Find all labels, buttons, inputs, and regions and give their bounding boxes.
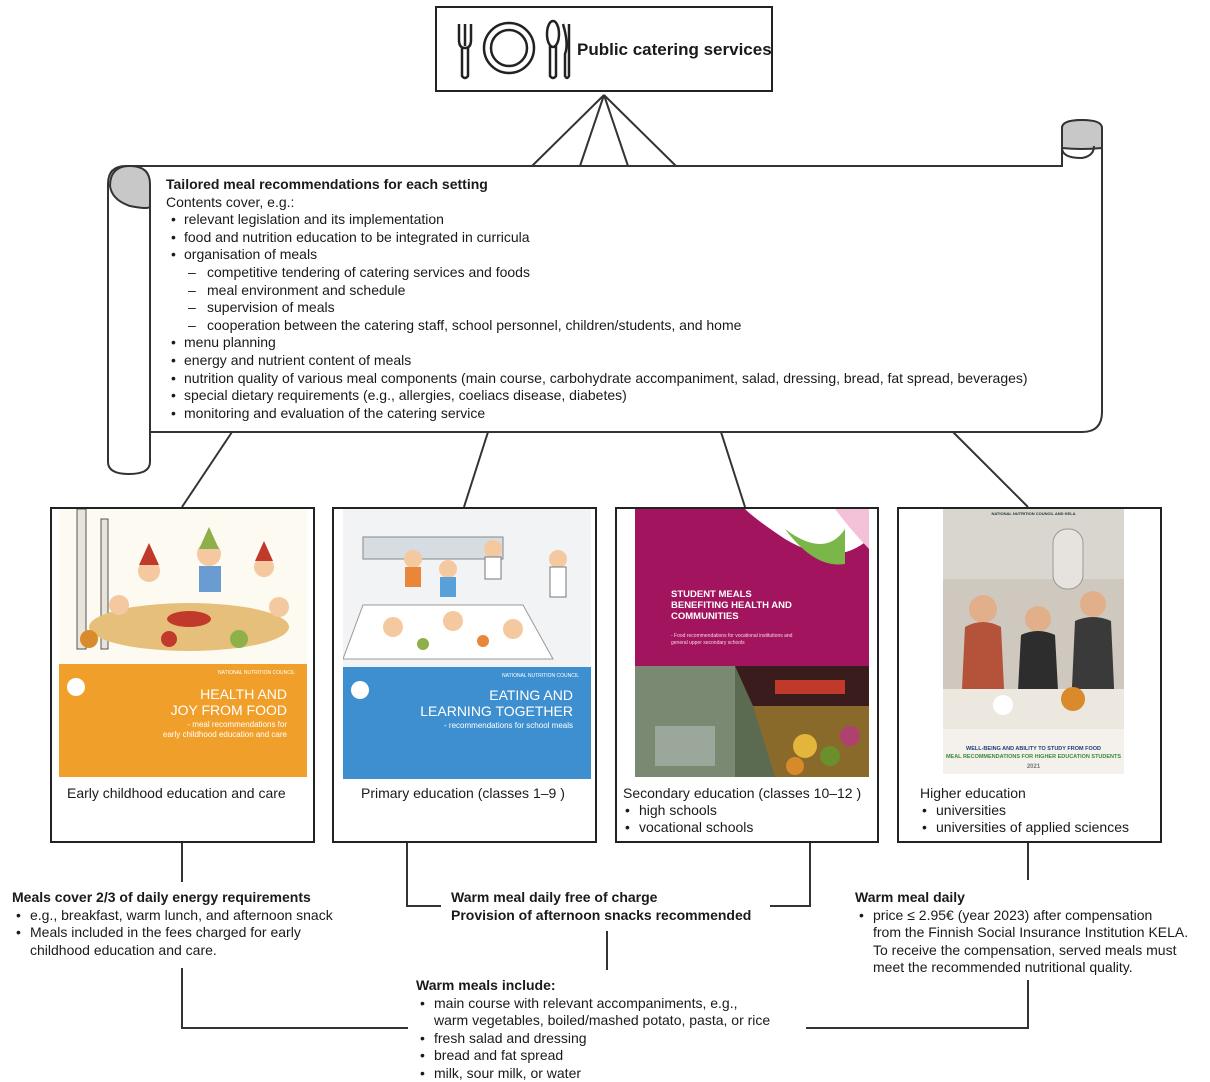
logo-icon	[67, 678, 85, 696]
list-item: energy and nutrient content of meals	[166, 352, 1096, 370]
scroll-intro: Contents cover, e.g.:	[166, 194, 1096, 212]
list-item: bread and fat spread	[416, 1047, 770, 1065]
cover-subtitle-line: - Food recommendations for vocational in…	[671, 633, 792, 640]
cover-early-childhood: NATIONAL NUTRITION COUNCIL HEALTH AND JO…	[59, 509, 307, 777]
logo-icon	[351, 681, 369, 699]
public-catering-title: Public catering services	[577, 40, 772, 60]
list-item-continuation: To receive the compensation, served meal…	[855, 942, 1188, 960]
sub-list-item: supervision of meals	[166, 299, 1096, 317]
cover-subtitle: - Food recommendations for vocational in…	[671, 633, 792, 647]
card-higher: NATIONAL NUTRITION COUNCIL AND KELA WELL…	[897, 507, 1162, 843]
note-line: Provision of afternoon snacks recommende…	[451, 907, 751, 925]
list-item: milk, sour milk, or water	[416, 1065, 770, 1082]
cover-higher: NATIONAL NUTRITION COUNCIL AND KELA WELL…	[943, 509, 1124, 774]
cover-title-line: EATING AND	[420, 687, 573, 703]
cover-title-line: STUDENT MEALS	[671, 589, 792, 600]
note-early-childhood: Meals cover 2/3 of daily energy requirem…	[12, 889, 333, 959]
cover-primary: NATIONAL NUTRITION COUNCIL EATING AND LE…	[343, 509, 591, 779]
scroll-heading: Tailored meal recommendations for each s…	[166, 176, 1096, 194]
sub-list-item: competitive tendering of catering servic…	[166, 264, 1096, 282]
list-item: universities	[920, 802, 1129, 819]
cover-publisher: NATIONAL NUTRITION COUNCIL AND KELA	[943, 511, 1124, 516]
note-list: price ≤ 2.95€ (year 2023) after compensa…	[855, 907, 1188, 977]
list-item: food and nutrition education to be integ…	[166, 229, 1096, 247]
cover-photo-students	[943, 509, 1124, 774]
list-item: organisation of meals	[166, 246, 1096, 264]
list-item: high schools	[623, 802, 861, 819]
cover-publisher: NATIONAL NUTRITION COUNCIL	[502, 673, 579, 679]
plate-cutlery-icon	[451, 16, 571, 82]
note-list: e.g., breakfast, warm lunch, and afterno…	[12, 907, 333, 960]
cover-subtitle: - meal recommendations for early childho…	[163, 720, 287, 740]
card-caption: Early childhood education and care	[67, 785, 286, 802]
card-caption-title: Higher education	[920, 785, 1129, 802]
scroll-list: relevant legislation and its implementat…	[166, 211, 1096, 422]
cover-title-line: COMMUNITIES	[671, 611, 792, 622]
list-item: fresh salad and dressing	[416, 1030, 770, 1048]
card-caption: Higher education universities universiti…	[920, 785, 1129, 836]
list-item-continuation: meet the recommended nutritional quality…	[855, 959, 1188, 977]
cover-subtitle: - recommendations for school meals	[444, 721, 573, 730]
note-heading: Meals cover 2/3 of daily energy requirem…	[12, 889, 333, 907]
cover-title: WELL-BEING AND ABILITY TO STUDY FROM FOO…	[943, 745, 1124, 761]
cover-subtitle-line: - meal recommendations for	[163, 720, 287, 730]
cover-panel: NATIONAL NUTRITION COUNCIL EATING AND LE…	[343, 667, 591, 779]
card-caption: Secondary education (classes 10–12 ) hig…	[623, 785, 861, 836]
cover-photo-collage	[635, 666, 869, 777]
note-heading: Warm meal daily	[855, 889, 1188, 907]
list-item: relevant legislation and its implementat…	[166, 211, 1096, 229]
cover-year: 2021	[943, 764, 1124, 770]
note-heading: Warm meals include:	[416, 977, 770, 995]
list-item-continuation: warm vegetables, boiled/mashed potato, p…	[416, 1012, 770, 1030]
list-item: e.g., breakfast, warm lunch, and afterno…	[12, 907, 333, 925]
list-item: Meals included in the fees charged for e…	[12, 924, 333, 942]
card-caption: Primary education (classes 1–9 )	[361, 785, 565, 802]
scroll-content: Tailored meal recommendations for each s…	[166, 176, 1096, 422]
list-item: monitoring and evaluation of the caterin…	[166, 405, 1096, 423]
note-line: Warm meal daily free of charge	[451, 889, 751, 907]
illustration-school-lunch	[343, 509, 591, 667]
cover-title-line: JOY FROM FOOD	[171, 702, 287, 718]
list-item-continuation: from the Finnish Social Insurance Instit…	[855, 924, 1188, 942]
cover-title-line: MEAL RECOMMENDATIONS FOR HIGHER EDUCATIO…	[943, 753, 1124, 761]
note-school-meals: Warm meal daily free of charge Provision…	[451, 889, 751, 924]
list-item-continuation: childhood education and care.	[12, 942, 333, 960]
cover-decoration	[635, 509, 869, 569]
cover-subtitle-line: early childhood education and care	[163, 730, 287, 740]
cover-subtitle-line: general upper secondary schools	[671, 640, 792, 647]
card-bullets: universities universities of applied sci…	[920, 802, 1129, 836]
cover-title: EATING AND LEARNING TOGETHER	[420, 687, 573, 719]
sub-list-item: cooperation between the catering staff, …	[166, 317, 1096, 335]
cover-secondary: STUDENT MEALS BENEFITING HEALTH AND COMM…	[635, 509, 869, 777]
card-bullets: high schools vocational schools	[623, 802, 861, 836]
cover-title-line: HEALTH AND	[171, 686, 287, 702]
list-item: price ≤ 2.95€ (year 2023) after compensa…	[855, 907, 1188, 925]
cover-title: HEALTH AND JOY FROM FOOD	[171, 686, 287, 718]
list-item: vocational schools	[623, 819, 861, 836]
illustration-children-eating	[59, 509, 307, 664]
card-early-childhood: NATIONAL NUTRITION COUNCIL HEALTH AND JO…	[50, 507, 315, 843]
list-item: menu planning	[166, 334, 1096, 352]
note-higher-education: Warm meal daily price ≤ 2.95€ (year 2023…	[855, 889, 1188, 977]
public-catering-box: Public catering services	[435, 6, 773, 92]
card-secondary: STUDENT MEALS BENEFITING HEALTH AND COMM…	[615, 507, 879, 843]
note-warm-meals: Warm meals include: main course with rel…	[416, 977, 770, 1082]
sub-list-item: meal environment and schedule	[166, 282, 1096, 300]
card-primary: NATIONAL NUTRITION COUNCIL EATING AND LE…	[332, 507, 597, 843]
note-list: main course with relevant accompaniments…	[416, 995, 770, 1082]
cover-title-line: BENEFITING HEALTH AND	[671, 600, 792, 611]
cover-title-line: LEARNING TOGETHER	[420, 703, 573, 719]
cover-title-line: WELL-BEING AND ABILITY TO STUDY FROM FOO…	[943, 745, 1124, 753]
list-item: universities of applied sciences	[920, 819, 1129, 836]
list-item: nutrition quality of various meal compon…	[166, 370, 1096, 388]
card-caption-title: Secondary education (classes 10–12 )	[623, 785, 861, 802]
list-item: special dietary requirements (e.g., alle…	[166, 387, 1096, 405]
cover-panel: NATIONAL NUTRITION COUNCIL HEALTH AND JO…	[59, 664, 307, 777]
cover-title: STUDENT MEALS BENEFITING HEALTH AND COMM…	[671, 589, 792, 622]
cover-publisher: NATIONAL NUTRITION COUNCIL	[218, 670, 295, 676]
list-item: main course with relevant accompaniments…	[416, 995, 770, 1013]
